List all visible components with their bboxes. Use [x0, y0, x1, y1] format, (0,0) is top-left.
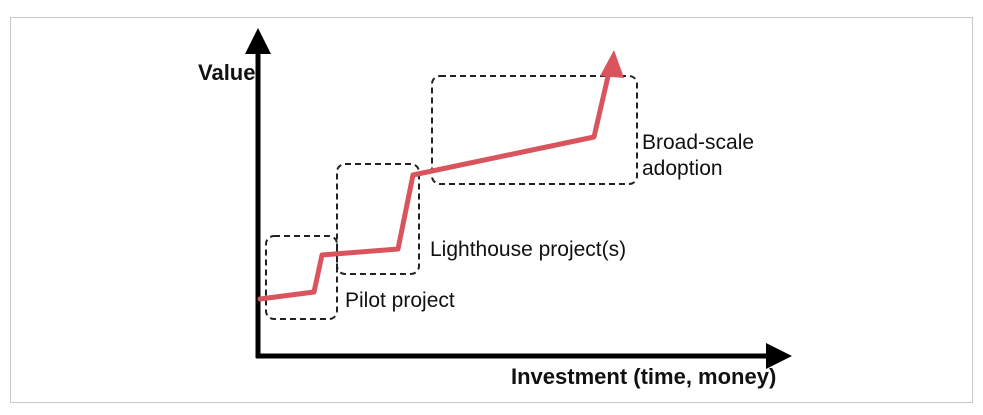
y-axis-label: Value — [198, 60, 255, 85]
y-axis-arrowhead — [245, 28, 271, 54]
outer-border — [10, 17, 973, 403]
pilot-project-box — [265, 235, 338, 320]
growth-line — [257, 69, 612, 302]
broad-scale-adoption-label-line2: adoption — [642, 157, 723, 180]
x-axis-arrowhead — [766, 343, 792, 369]
x-axis-label: Investment (time, money) — [511, 364, 776, 389]
growth-line-arrowhead — [600, 50, 624, 78]
broad-scale-adoption-box — [431, 75, 638, 185]
broad-scale-adoption-label-line1: Broad-scale — [642, 131, 754, 154]
lighthouse-project-box — [336, 163, 420, 275]
pilot-project-label: Pilot project — [345, 289, 455, 312]
lighthouse-project-label: Lighthouse project(s) — [430, 238, 626, 261]
